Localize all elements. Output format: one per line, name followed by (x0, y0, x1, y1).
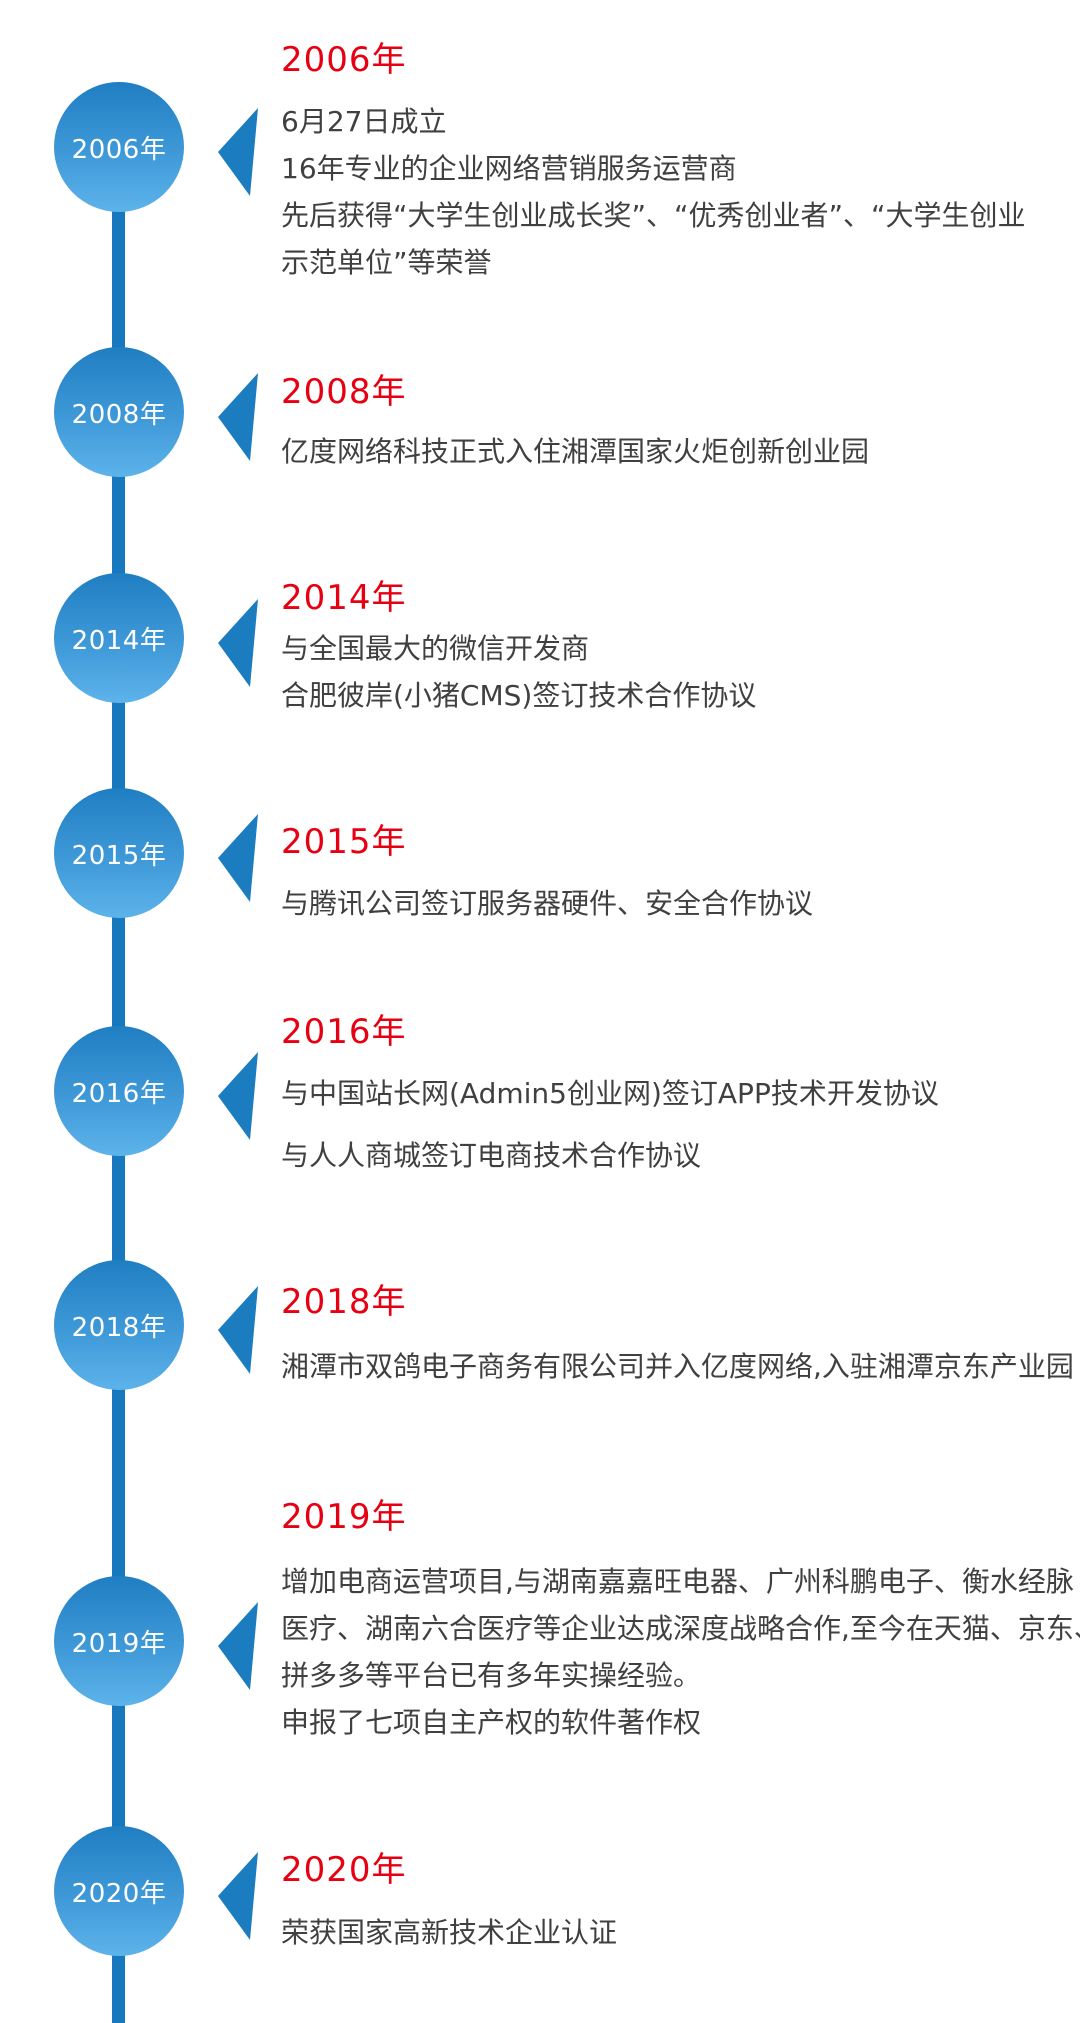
section-text-line: 与人人商城签订电商技术合作协议 (281, 1139, 702, 1172)
arrow-left-icon (218, 1052, 258, 1140)
node-year-label: 2018年 (71, 1312, 167, 1343)
section-text-line: 申报了七项自主产权的软件著作权 (281, 1706, 702, 1739)
section-2006-body: 6月27日成立 16年专业的企业网络营销服务运营商 先后获得“大学生创业成长奖”… (281, 98, 1071, 286)
arrow-left-icon (218, 1286, 258, 1374)
section-2018: 2018年 (281, 1282, 1071, 1322)
section-year-heading: 2016年 (281, 1012, 407, 1052)
timeline-node-2019: 2019年 (54, 1576, 184, 1706)
section-year-heading: 2008年 (281, 372, 407, 412)
section-text-line: 亿度网络科技正式入住湘潭国家火炬创新创业园 (281, 435, 870, 468)
section-2015-body: 与腾讯公司签订服务器硬件、安全合作协议 (281, 880, 1071, 927)
section-text-line: 6月27日成立 (281, 105, 447, 138)
section-2015: 2015年 (281, 822, 1071, 862)
arrow-left-icon (218, 599, 258, 687)
timeline-node-2006: 2006年 (54, 82, 184, 212)
node-year-label: 2008年 (71, 399, 167, 430)
section-text-line: 拼多多等平台已有多年实操经验。 (281, 1659, 702, 1692)
arrow-left-icon (218, 1602, 258, 1690)
section-text-line: 增加电商运营项目,与湖南嘉嘉旺电器、广州科鹏电子、衡水经脉 (281, 1565, 1074, 1598)
section-2018-body: 湘潭市双鸽电子商务有限公司并入亿度网络,入驻湘潭京东产业园 (281, 1343, 1074, 1390)
timeline-node-2015: 2015年 (54, 788, 184, 918)
section-text-line: 16年专业的企业网络营销服务运营商 (281, 152, 737, 185)
section-text-line: 荣获国家高新技术企业认证 (281, 1916, 618, 1949)
section-2014: 2014年 (281, 578, 1071, 618)
section-year-heading: 2019年 (281, 1497, 407, 1537)
section-2008: 2008年 (281, 372, 1071, 412)
section-2020: 2020年 (281, 1850, 1071, 1890)
section-2019-body: 增加电商运营项目,与湖南嘉嘉旺电器、广州科鹏电子、衡水经脉 医疗、湖南六合医疗等… (281, 1558, 1080, 1746)
section-text-line: 与腾讯公司签订服务器硬件、安全合作协议 (281, 887, 814, 920)
section-text-line: 先后获得“大学生创业成长奖”、“优秀创业者”、“大学生创业 (281, 199, 1026, 232)
arrow-left-icon (218, 373, 258, 461)
section-text-line: 医疗、湖南六合医疗等企业达成深度战略合作,至今在天猫、京东、 (281, 1612, 1080, 1645)
section-text-line: 与中国站长网(Admin5创业网)签订APP技术开发协议 (281, 1077, 939, 1110)
node-year-label: 2014年 (71, 625, 167, 656)
timeline-node-2016: 2016年 (54, 1026, 184, 1156)
section-text-line: 湘潭市双鸽电子商务有限公司并入亿度网络,入驻湘潭京东产业园 (281, 1350, 1074, 1383)
section-year-heading: 2018年 (281, 1282, 407, 1322)
timeline-node-2014: 2014年 (54, 573, 184, 703)
arrow-left-icon (218, 1852, 258, 1940)
node-year-label: 2020年 (71, 1878, 167, 1909)
section-2016-body: 与中国站长网(Admin5创业网)签订APP技术开发协议 与人人商城签订电商技术… (281, 1070, 1071, 1179)
section-2020-body: 荣获国家高新技术企业认证 (281, 1909, 1071, 1956)
timeline-node-2008: 2008年 (54, 347, 184, 477)
section-year-heading: 2020年 (281, 1850, 407, 1890)
section-text-line: 合肥彼岸(小猪CMS)签订技术合作协议 (281, 679, 757, 712)
node-year-label: 2006年 (71, 134, 167, 165)
section-2008-body: 亿度网络科技正式入住湘潭国家火炬创新创业园 (281, 428, 1071, 475)
arrow-left-icon (218, 814, 258, 902)
section-year-heading: 2006年 (281, 40, 407, 80)
section-2006: 2006年 (281, 40, 1071, 80)
arrow-left-icon (218, 108, 258, 196)
section-year-heading: 2015年 (281, 822, 407, 862)
node-year-label: 2016年 (71, 1078, 167, 1109)
node-year-label: 2019年 (71, 1628, 167, 1659)
timeline-node-2020: 2020年 (54, 1826, 184, 1956)
section-text-line: 与全国最大的微信开发商 (281, 632, 590, 665)
section-2014-body: 与全国最大的微信开发商 合肥彼岸(小猪CMS)签订技术合作协议 (281, 625, 1071, 719)
node-year-label: 2015年 (71, 840, 167, 871)
section-2016: 2016年 (281, 1012, 1071, 1052)
section-2019: 2019年 (281, 1497, 1071, 1537)
timeline-node-2018: 2018年 (54, 1260, 184, 1390)
section-text-line: 示范单位”等荣誉 (281, 246, 492, 279)
section-year-heading: 2014年 (281, 578, 407, 618)
